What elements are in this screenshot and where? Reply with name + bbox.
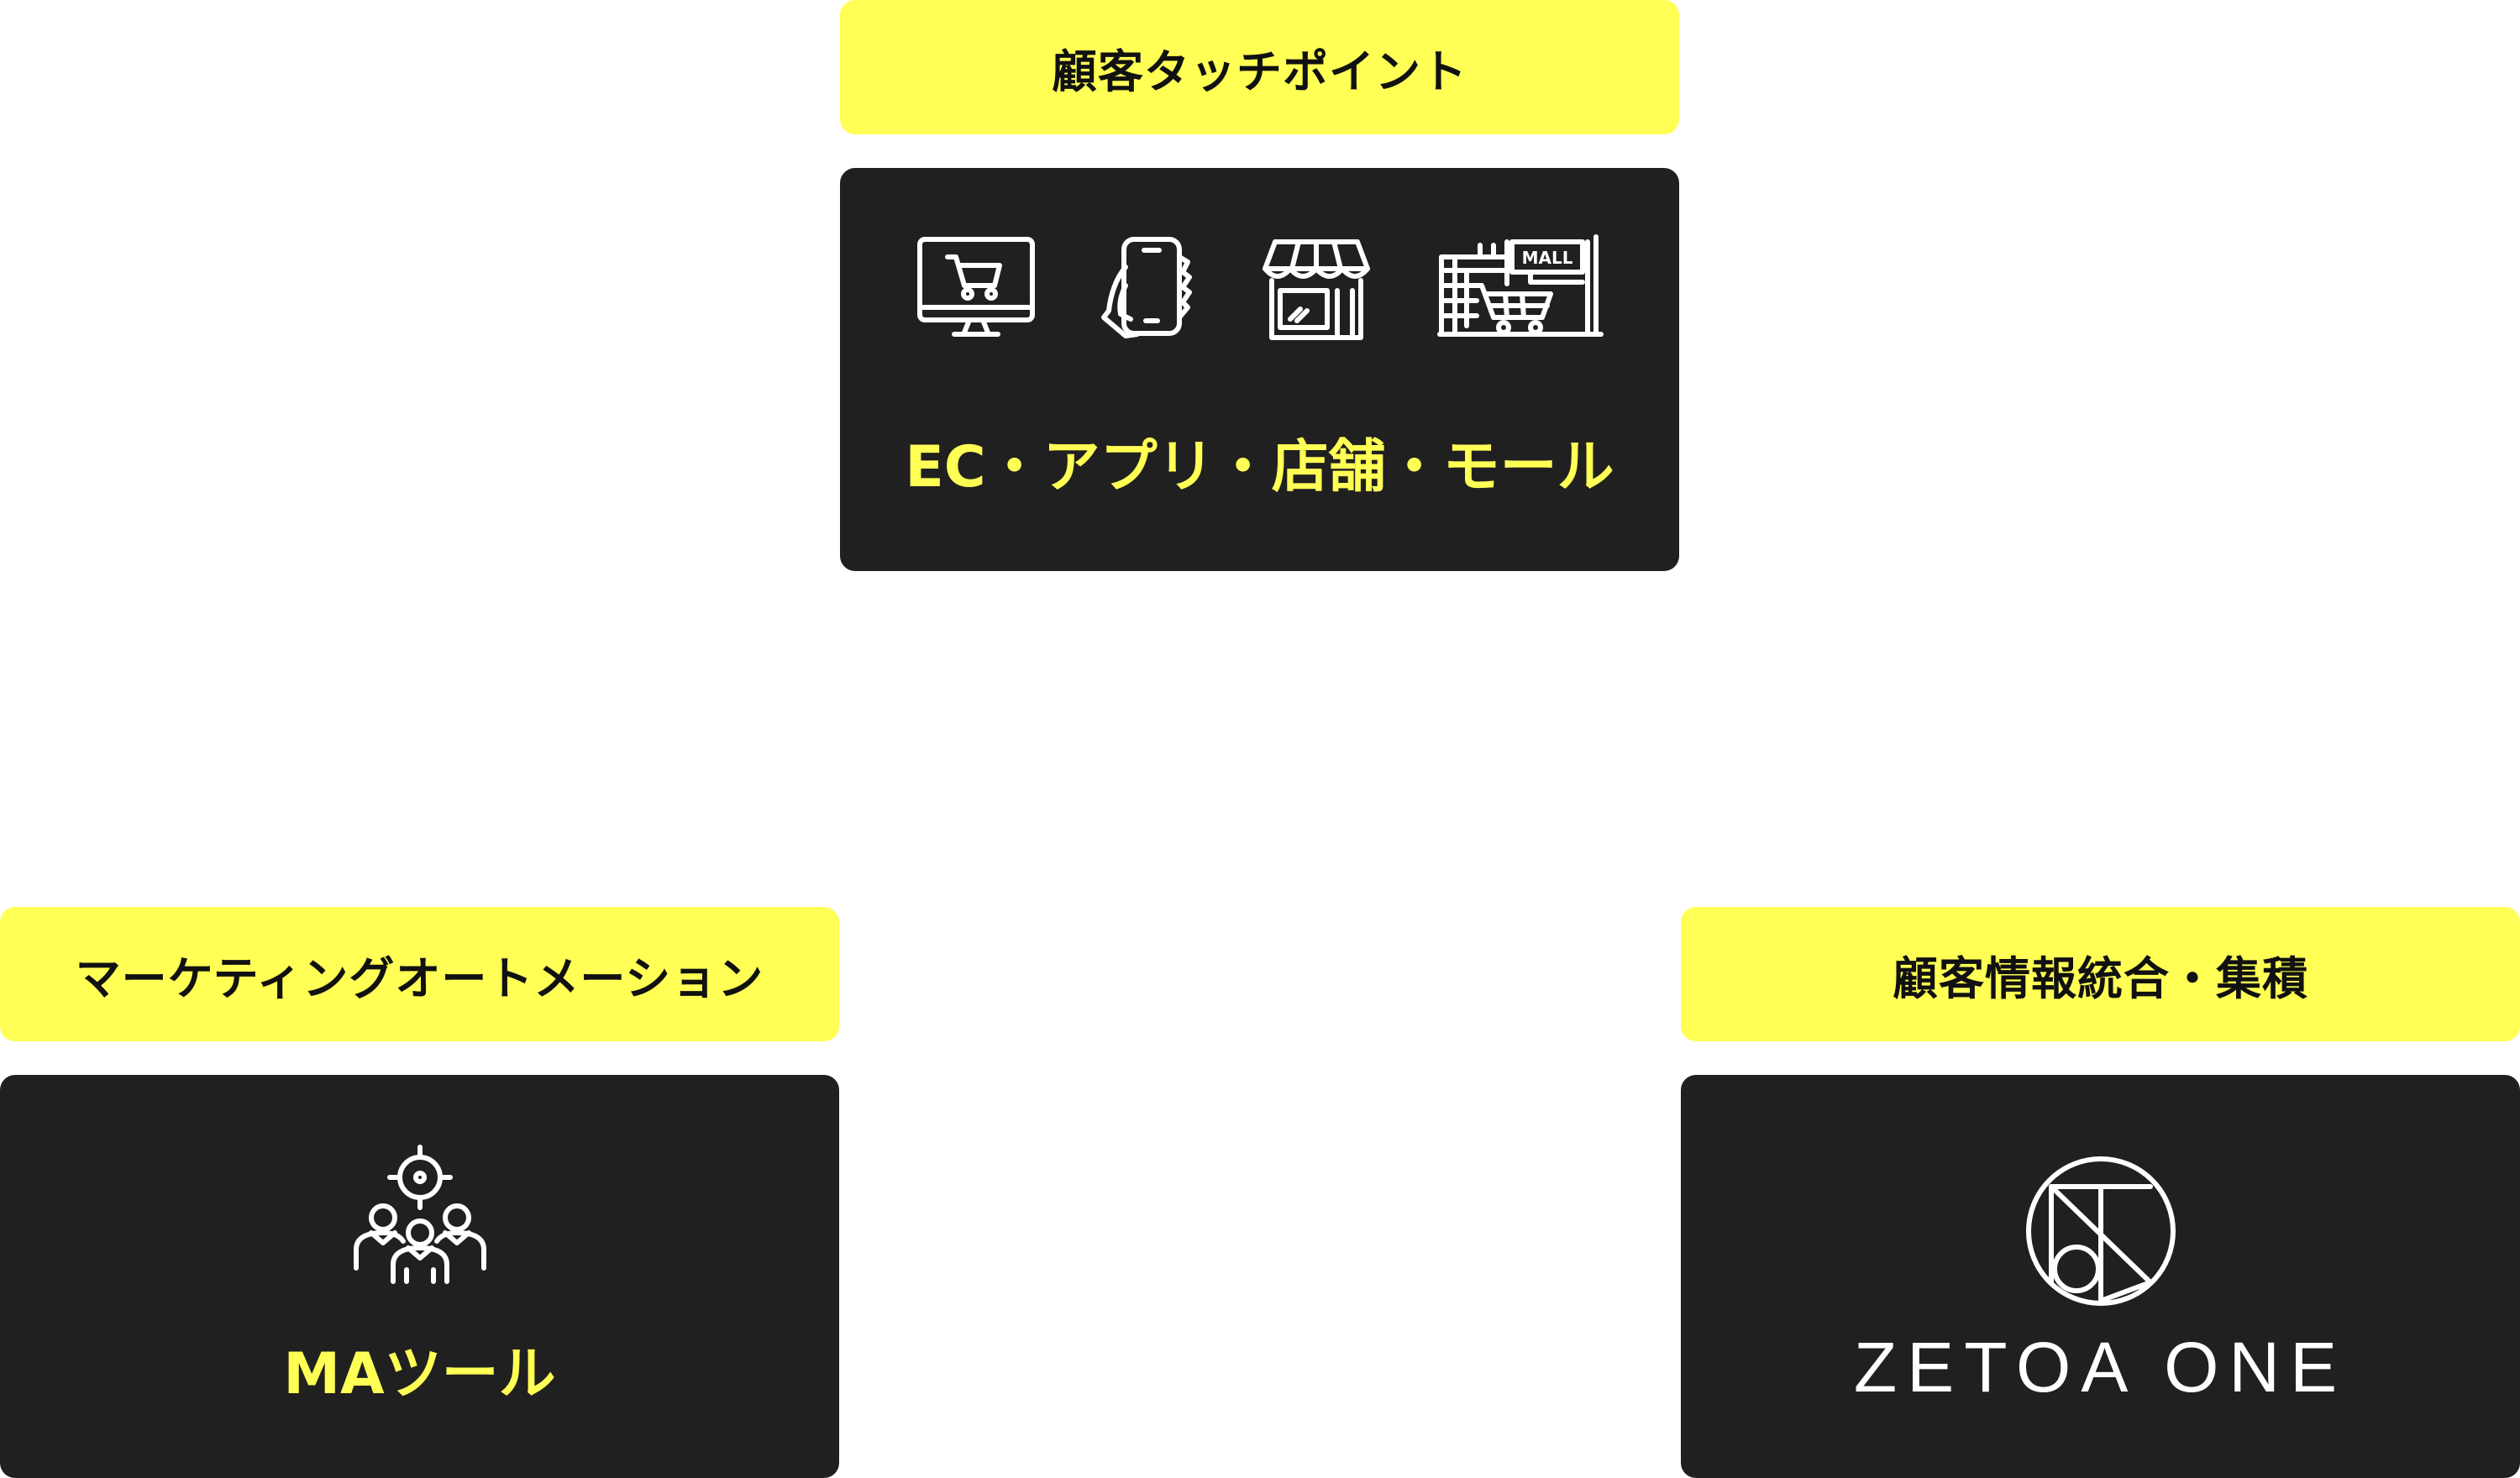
marketing-heading-box: マーケティングオートメーション xyxy=(0,907,839,1041)
monitor-cart-icon xyxy=(917,237,1035,337)
zetoa-one-brand: ZETOA ONE xyxy=(1853,1328,2348,1407)
integration-heading-box: 顧客情報統合・集積 xyxy=(1681,907,2520,1041)
marketing-caption: MAツール xyxy=(283,1341,556,1407)
touchpoints-heading-box: 顧客タッチポイント xyxy=(840,0,1679,134)
touchpoints-heading: 顧客タッチポイント xyxy=(1052,45,1467,98)
zetoa-logo-icon xyxy=(2026,1156,2176,1306)
smartphone-hand-icon xyxy=(1101,237,1192,338)
marketing-heading: マーケティングオートメーション xyxy=(75,951,764,1005)
mall-sign-text: MALL xyxy=(1522,248,1573,268)
mall-cart-icon: MALL xyxy=(1437,234,1604,337)
integration-panel: ZETOA ONE xyxy=(1681,1075,2520,1478)
storefront-icon xyxy=(1263,239,1370,340)
target-audience-icon xyxy=(354,1145,486,1284)
integration-heading: 顧客情報統合・集積 xyxy=(1893,951,2308,1005)
touchpoints-panel: MALL EC・アプリ・店舗・モール xyxy=(840,168,1679,571)
marketing-panel: MAツール xyxy=(0,1075,839,1478)
touchpoints-caption: EC・アプリ・店舗・モール xyxy=(905,434,1614,501)
